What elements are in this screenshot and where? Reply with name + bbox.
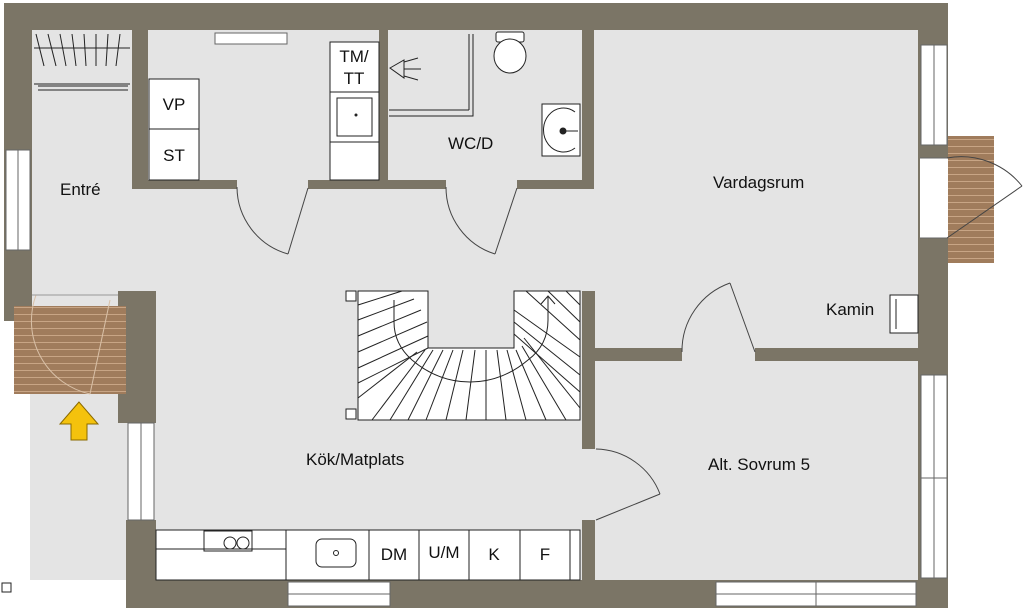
kitchen-sink [315,538,357,568]
entrance-arrow-icon [58,401,100,441]
room-label-vardagsrum: Vardagsrum [713,173,804,192]
st-unit [148,128,200,181]
shower [389,34,474,117]
utility-column [329,41,380,181]
utility-sink-drain [354,113,358,117]
st-label: ST [163,146,185,165]
um-label: U/M [428,543,459,562]
k-label: K [488,545,500,564]
room-label-entre: Entré [60,180,101,199]
um-unit [418,529,470,581]
room-label-wc: WC/D [448,134,493,153]
wardrobe [34,33,130,91]
toilet [493,31,527,74]
dm-label: DM [381,545,407,564]
kitchen-counter [155,529,581,581]
stove-burners [223,536,250,550]
k-unit [468,529,521,581]
dm-unit [368,529,420,581]
f-unit [519,529,571,581]
skylight-hall [214,32,288,45]
vp-unit [148,78,200,130]
wc-basin [541,103,581,157]
staircase [345,290,581,421]
scale-marker [1,582,12,593]
tm-label-line1: TM/ [339,47,369,66]
floor-entre-alcove [30,28,130,328]
f-label: F [540,545,550,564]
terrace-door-opening [920,158,948,238]
room-label-kamin: Kamin [826,300,874,319]
tm-label-line2: TT [344,69,365,88]
room-label-sovrum: Alt. Sovrum 5 [708,455,810,474]
vp-label: VP [163,95,186,114]
room-label-kok: Kök/Matplats [306,450,404,469]
doors [30,156,1023,521]
entrance-deck [14,306,126,394]
interior-walls [132,28,920,582]
windows [5,32,948,607]
kitchen-sink-drain [333,550,339,556]
utility-sink [329,91,380,143]
fireplace [889,294,919,334]
laundry-units [148,78,200,181]
terrace-deck [948,136,994,263]
